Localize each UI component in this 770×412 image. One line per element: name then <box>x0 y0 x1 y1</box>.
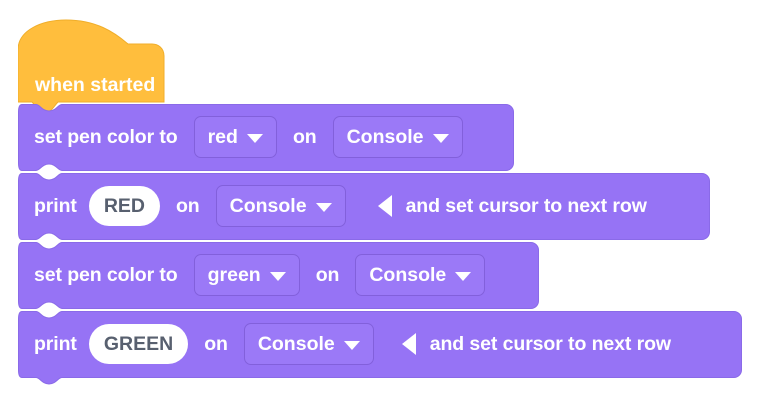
caret-left-icon[interactable] <box>377 195 392 217</box>
block-set-pen-color-red[interactable]: set pen color to red on Console <box>18 104 514 174</box>
target-value-red: Console <box>346 125 424 148</box>
caret-left-icon[interactable] <box>401 333 416 355</box>
pen-color-value-red: red <box>207 125 238 148</box>
target-value-print-red: Console <box>229 194 307 217</box>
pen-color-value-green: green <box>207 263 261 286</box>
block-print-red[interactable]: print RED on Console and set cursor to n… <box>18 173 710 243</box>
block-print-green[interactable]: print GREEN on Console and set cursor to… <box>18 311 742 391</box>
print-green-label-end: and set cursor to next row <box>429 332 671 355</box>
block-set-pen-color-green[interactable]: set pen color to green on Console <box>18 242 539 312</box>
when-started-label: when started <box>35 74 156 96</box>
set-pen-color-red-label-mid: on <box>292 125 317 148</box>
target-dropdown-green[interactable]: Console <box>355 254 486 296</box>
chevron-down-icon <box>246 133 263 143</box>
print-green-label-start: print <box>34 332 77 355</box>
target-value-green: Console <box>369 263 447 286</box>
target-value-print-green: Console <box>257 332 335 355</box>
pen-color-dropdown-red[interactable]: red <box>193 116 277 158</box>
print-green-text-field[interactable]: GREEN <box>88 324 189 364</box>
print-green-label-mid: on <box>204 332 228 355</box>
chevron-down-icon <box>269 271 286 281</box>
chevron-down-icon <box>432 133 449 143</box>
target-dropdown-print-green[interactable]: Console <box>243 323 374 365</box>
print-red-label-start: print <box>34 194 77 217</box>
print-green-text-value: GREEN <box>103 332 174 355</box>
block-when-started[interactable]: when started <box>18 14 184 114</box>
print-red-text-field[interactable]: RED <box>88 186 160 226</box>
chevron-down-icon <box>343 340 360 350</box>
chevron-down-icon <box>455 271 472 281</box>
pen-color-dropdown-green[interactable]: green <box>193 254 300 296</box>
set-pen-color-green-label-mid: on <box>315 263 340 286</box>
set-pen-color-green-label-start: set pen color to <box>34 263 178 286</box>
target-dropdown-print-red[interactable]: Console <box>215 185 346 227</box>
print-red-label-end: and set cursor to next row <box>405 194 647 217</box>
set-pen-color-red-label-start: set pen color to <box>34 125 178 148</box>
chevron-down-icon <box>315 202 332 212</box>
target-dropdown-red[interactable]: Console <box>332 116 463 158</box>
print-red-text-value: RED <box>103 194 145 217</box>
print-red-label-mid: on <box>176 194 200 217</box>
